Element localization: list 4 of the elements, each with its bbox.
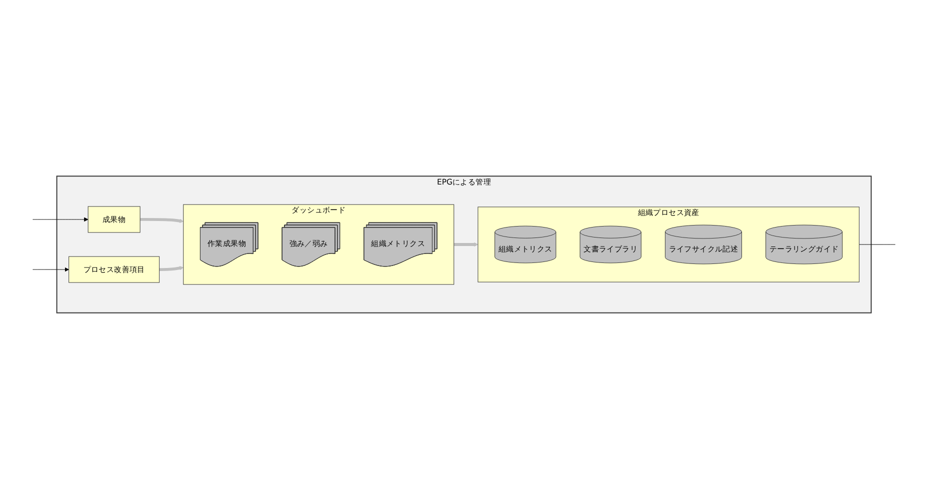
arrow [140,218,184,223]
connector [858,244,896,245]
arrow [159,266,184,271]
arrow [454,242,478,247]
